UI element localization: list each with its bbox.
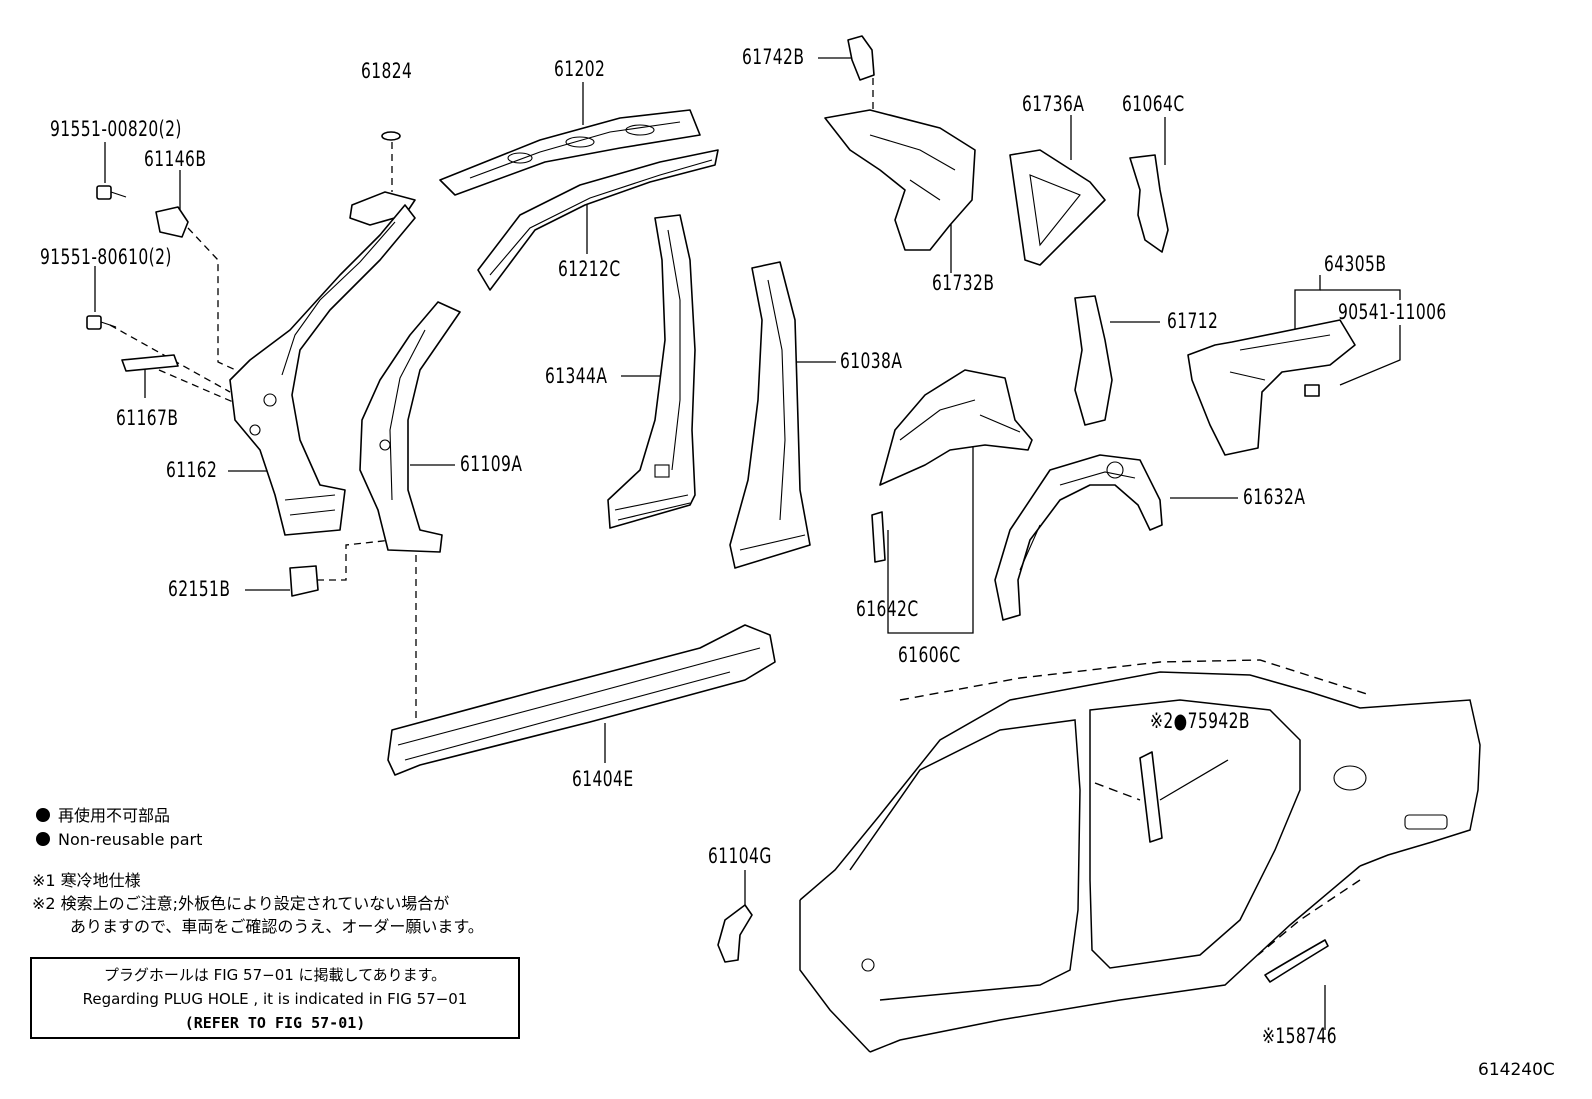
label-61064C: 61064C [1122,92,1185,116]
bracket-61167B [121,354,179,372]
legend-non-reusable-jp: 再使用不可部品 [36,806,170,826]
label-61824: 61824 [361,59,413,83]
quarter-inner-61732B [824,109,976,251]
plug-hole-line2: Regarding PLUG HOLE , it is indicated in… [82,990,468,1008]
label-61212C: 61212C [558,257,621,281]
roof-rail-inner-61212C [477,149,719,291]
label-61736A: 61736A [1022,92,1085,116]
label-91551-80610: 91551-80610(2) [40,245,172,269]
black-dot-icon [36,832,50,846]
label-62151B: 62151B [168,577,231,601]
panel-61712 [1074,295,1113,426]
label-61712: 61712 [1167,309,1219,333]
body-side-outline [799,659,1481,1053]
label-61344A: 61344A [545,364,608,388]
legend-text-jp: 再使用不可部品 [58,806,171,825]
black-dot-icon [36,808,50,822]
leader-lines [94,57,1401,1030]
label-61167B: 61167B [116,406,179,430]
quarter-window-61736A [1009,149,1106,266]
pillar-reinforce-61109A [359,301,461,553]
bracket-61742B [847,35,875,81]
note-1: ※1 寒冷地仕様 [32,871,141,890]
bracket-61064C [1129,154,1169,253]
strip-58746 [1264,939,1329,983]
label-61642C: 61642C [856,597,919,621]
plug-hole-reference-box: プラグホールは FIG 57−01 に掲載してあります。 Regarding P… [30,957,520,1039]
panel-75942B [1139,751,1163,843]
rocker-61404E [387,624,776,776]
roof-rail-61202 [439,109,701,196]
label-61404E: 61404E [572,767,634,791]
label-61202: 61202 [554,57,606,81]
panel-61642C [871,511,886,563]
bracket-61146B [155,206,189,238]
label-61606C: 61606C [898,643,961,667]
wheelhouse-61632A [994,454,1163,621]
center-pillar-61038A [729,261,811,569]
figure-number: 614240C [1478,1060,1555,1080]
plug-61824 [381,131,401,141]
label-61732B: 61732B [932,271,995,295]
label-90541-11006: 90541-11006 [1338,300,1447,324]
front-pillar-61162 [229,191,416,536]
bolt-91551-00820 [96,185,127,200]
legend-text-en: Non-reusable part [58,830,203,849]
label-61146B: 61146B [144,147,207,171]
block-62151B [289,565,319,597]
note-2-line1: ※2 検索上のご注意;外板色により設定されていない場合が [32,894,450,913]
plug-hole-line1: プラグホールは FIG 57−01 に掲載してあります。 [103,966,447,984]
bolt-91551-80610 [86,315,117,330]
plug-hole-line3: (REFER TO FIG 57-01) [184,1014,366,1032]
label-75942B: ※2●75942B [1150,709,1250,733]
label-61038A: 61038A [840,349,903,373]
label-58746: ※158746 [1262,1024,1337,1048]
center-pillar-61344A [607,214,696,529]
label-64305B: 64305B [1324,252,1387,276]
label-91551-00820: 91551-00820(2) [50,117,182,141]
label-61742B: 61742B [742,45,805,69]
label-61632A: 61632A [1243,485,1306,509]
note-2-line2: ありますので、車両をご確認のうえ、オーダー願います。 [70,917,484,936]
label-61104G: 61104G [708,844,772,868]
bracket-61104G [717,904,753,963]
assembly-dashes [109,78,874,735]
panel-64305B [1187,319,1356,456]
wheelhouse-61606C [879,369,1033,486]
label-61109A: 61109A [460,452,523,476]
label-61162: 61162 [166,458,218,482]
legend-non-reusable-en: Non-reusable part [36,830,202,850]
